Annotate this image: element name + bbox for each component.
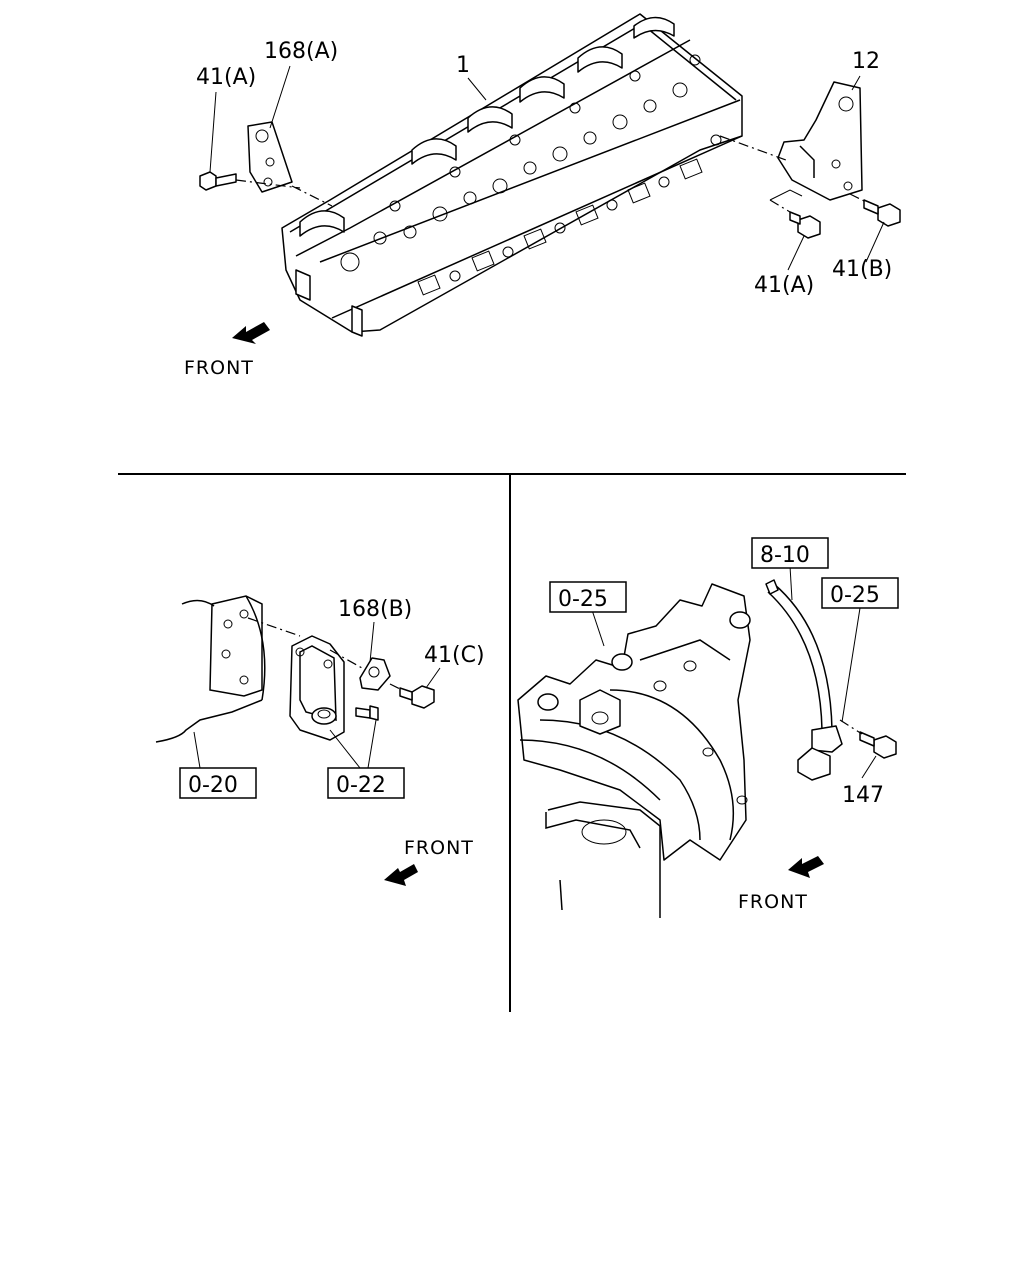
leader-part-147 (861, 755, 877, 779)
bolt-41a-left (199, 171, 237, 191)
ref-label-022: 0-22 (336, 773, 386, 798)
bolt-41c (399, 685, 435, 709)
leader-41b-dash (849, 193, 867, 203)
front-arrow-bl-icon (384, 864, 418, 886)
front-label-bottom-left: FRONT (404, 837, 474, 859)
leader-ref-810 (789, 565, 793, 601)
ref-box-810 (751, 537, 829, 569)
ref-label-025-left: 0-25 (558, 587, 608, 612)
leader-ref-020 (193, 731, 201, 769)
plate-168b (359, 657, 391, 691)
leader-ref-022-a (329, 729, 361, 769)
leader-part-41a-left (209, 91, 217, 173)
ref-box-025-right (821, 577, 899, 609)
bolt-bracket (355, 705, 379, 721)
tube-8-10 (765, 579, 843, 781)
leader-168b-dash (329, 649, 363, 669)
front-label-top: FRONT (184, 357, 254, 379)
leader-ref-025-left (591, 609, 605, 647)
leader-part-168b (369, 621, 375, 663)
ref-label-020: 0-20 (188, 773, 238, 798)
bracket-168a (247, 121, 293, 193)
ref-label-025-right: 0-25 (830, 583, 880, 608)
ref-label-810: 8-10 (760, 543, 810, 568)
bracket-12 (777, 81, 863, 201)
label-part-168b: 168(B) (338, 597, 412, 622)
leader-41a-right-dash (769, 199, 791, 213)
flange-base (545, 801, 661, 918)
cam-journals (299, 16, 675, 237)
label-part-41a-left: 41(A) (196, 65, 256, 90)
ref-box-020 (179, 767, 257, 799)
label-part-41a-right: 41(A) (754, 273, 814, 298)
exhaust-ports (417, 134, 722, 296)
ref-box-025-left (549, 581, 627, 613)
label-part-168a: 168(A) (264, 39, 338, 64)
leader-147-dash (839, 719, 863, 735)
ref-box-022 (327, 767, 405, 799)
leader-41c-dash (389, 683, 403, 691)
cylinder-head (281, 13, 743, 337)
front-arrow-icon (232, 322, 270, 344)
leader-part-41a-right (787, 235, 805, 271)
leader-ref-022-b (367, 719, 377, 769)
flywheel-housing (155, 595, 266, 743)
leader-flywheel-dash (247, 617, 301, 637)
leader-41a-right-bracket (769, 189, 803, 201)
leader-168a-dash (291, 185, 333, 207)
leader-12-dash (719, 135, 787, 161)
label-part-41b: 41(B) (832, 257, 892, 282)
leader-part-168a (269, 65, 291, 129)
bolt-41b (863, 199, 901, 227)
leader-part-12 (851, 75, 861, 91)
leader-part-41b (865, 221, 885, 263)
exhaust-manifold (517, 583, 751, 861)
label-part-41c: 41(C) (424, 643, 485, 668)
mount-bracket (289, 635, 345, 741)
label-part-1: 1 (456, 53, 470, 78)
label-part-12: 12 (852, 49, 880, 74)
front-label-bottom-right: FRONT (738, 891, 808, 913)
leader-ref-025-right (841, 607, 861, 723)
bolt-41a-right (789, 211, 821, 239)
leader-part-1 (467, 77, 487, 101)
valve-holes (340, 54, 701, 272)
front-arrow-br-icon (788, 856, 824, 878)
bolt-147 (859, 731, 897, 759)
leader-part-41c (425, 667, 441, 689)
label-part-147: 147 (842, 783, 884, 808)
